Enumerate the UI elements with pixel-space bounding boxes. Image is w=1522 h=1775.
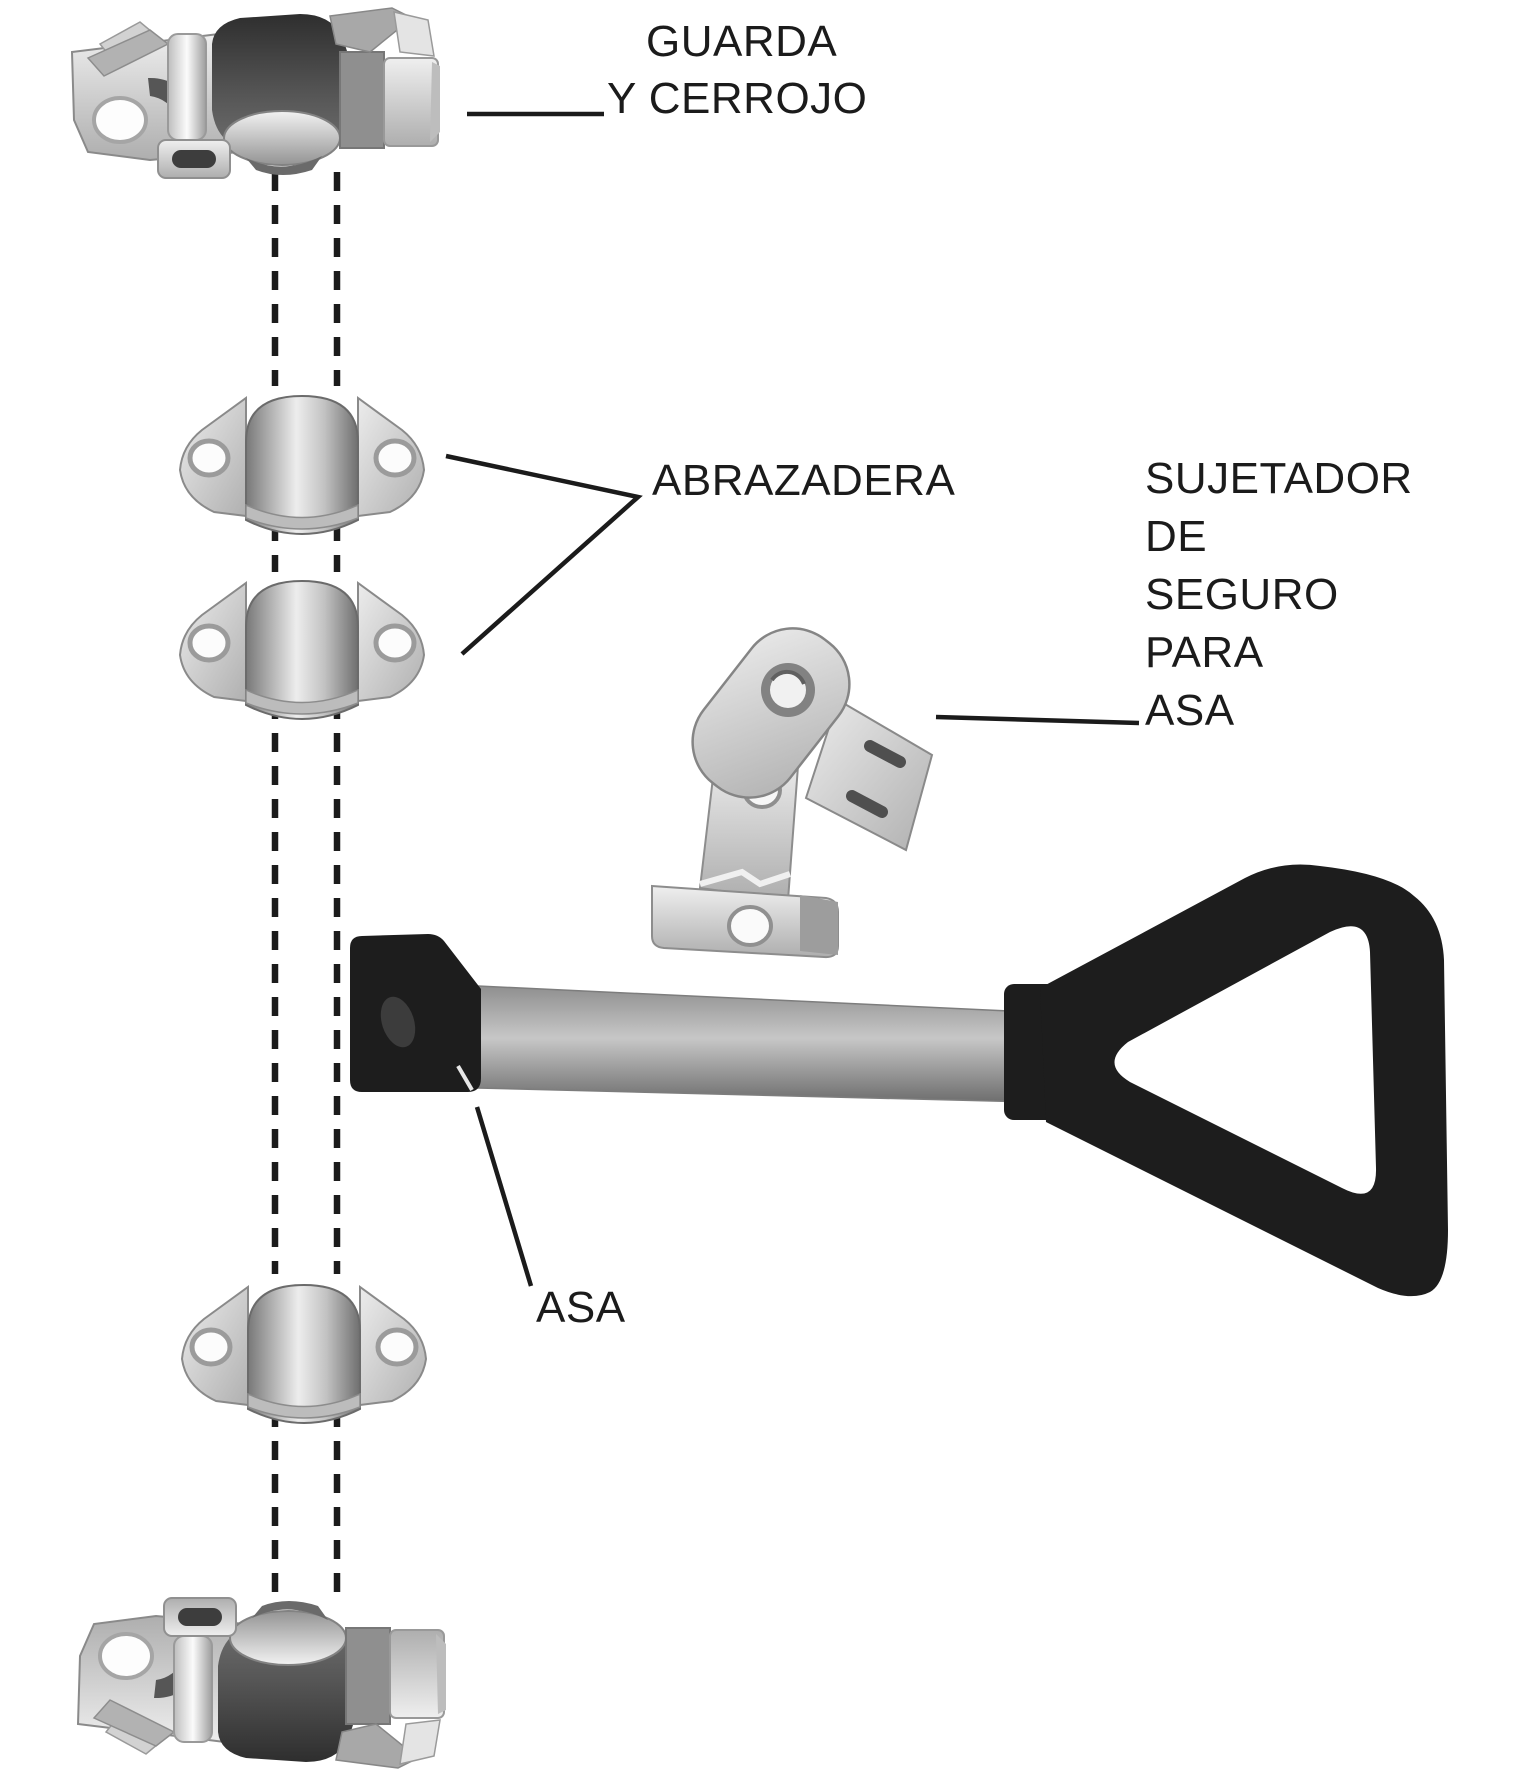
label-asa-text: ASA — [536, 1283, 626, 1332]
label-guarda-y-cerrojo: GUARDA Y CERROJO — [607, 13, 867, 127]
clamp-illustration-3 — [182, 1285, 426, 1423]
clamp-illustration-2 — [180, 581, 424, 719]
keeper-top-illustration — [70, 7, 440, 179]
label-abrazadera-text: ABRAZADERA — [652, 456, 956, 505]
label-sujetador-line-4: PARA — [1145, 628, 1264, 677]
label-sujetador-line-2: DE — [1145, 512, 1208, 561]
clamp-illustration-1 — [178, 394, 426, 536]
label-sujetador-de-seguro-para-asa: SUJETADOR DE SEGURO PARA ASA — [1145, 450, 1413, 740]
leader-line-abrazadera — [445, 453, 643, 656]
label-asa: ASA — [536, 1279, 626, 1336]
keeper-bottom-illustration — [76, 1596, 448, 1770]
label-guarda-line-2: Y CERROJO — [607, 74, 868, 123]
handle-keeper-bracket-illustration — [651, 627, 934, 959]
label-abrazadera: ABRAZADERA — [652, 452, 955, 509]
leader-line-sujetador — [935, 714, 1140, 726]
leader-line-asa — [474, 1106, 534, 1287]
label-guarda-line-1: GUARDA — [646, 17, 838, 66]
label-sujetador-line-5: ASA — [1145, 686, 1235, 735]
label-sujetador-line-1: SUJETADOR — [1145, 454, 1413, 503]
handle-illustration — [350, 864, 1448, 1297]
label-sujetador-line-3: SEGURO — [1145, 570, 1339, 619]
leader-lines — [445, 111, 1140, 1287]
